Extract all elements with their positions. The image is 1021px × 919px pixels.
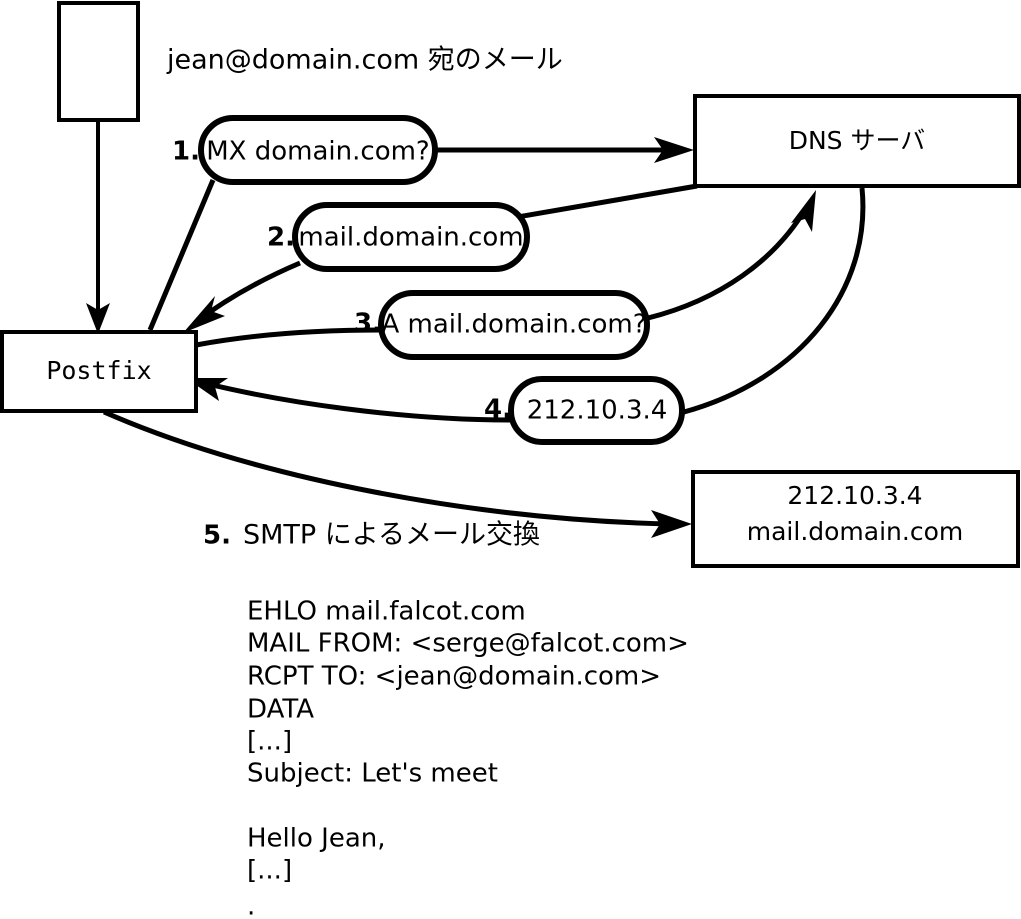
step-3-label: A mail.domain.com? xyxy=(382,310,647,340)
node-postfix-box xyxy=(0,330,198,413)
step-2-bubble xyxy=(292,202,530,272)
transcript-line: EHLO mail.falcot.com xyxy=(247,597,526,627)
step-3-number: 3. xyxy=(354,309,382,339)
node-postfix-label: Postfix xyxy=(46,356,151,385)
step-3-bubble xyxy=(378,290,650,360)
edge-step3-postfix-to-dns xyxy=(195,190,816,348)
edge-sender-to-postfix xyxy=(86,120,110,334)
step-4-number: 4. xyxy=(484,395,512,425)
step-5-number: 5. xyxy=(203,521,231,551)
transcript-line: . xyxy=(247,892,255,919)
step-4-bubble xyxy=(508,376,685,445)
step-2-label: mail.domain.com xyxy=(298,223,523,253)
step-2-number: 2. xyxy=(267,223,295,253)
node-dns-box xyxy=(693,94,1021,188)
step-1-bubble xyxy=(198,115,438,185)
transcript-line: [...] xyxy=(247,727,292,757)
transcript-line: MAIL FROM: <serge@falcot.com> xyxy=(247,629,689,659)
node-mailserver-ip: 212.10.3.4 xyxy=(787,481,922,510)
edge-step5-postfix-to-mailserver xyxy=(103,409,692,538)
transcript-line: DATA xyxy=(247,695,314,725)
diagram-caption: jean@domain.com 宛のメール xyxy=(166,45,563,76)
node-mailserver-host: mail.domain.com xyxy=(747,517,963,546)
transcript-line: RCPT TO: <jean@domain.com> xyxy=(247,662,661,692)
transcript-line: Subject: Let's meet xyxy=(247,759,498,789)
smtp-transcript: EHLO mail.falcot.com MAIL FROM: <serge@f… xyxy=(247,597,689,919)
transcript-line: [...] xyxy=(247,856,292,886)
edge-step2-dns-to-postfix xyxy=(183,183,698,333)
node-dns-label: DNS サーバ xyxy=(789,126,926,155)
transcript-line: Hello Jean, xyxy=(247,824,386,854)
step-1-number: 1. xyxy=(172,137,200,167)
node-mailserver-box xyxy=(691,470,1020,568)
edge-step1-postfix-to-dns xyxy=(430,137,694,163)
node-sender-box xyxy=(57,1,140,122)
step-4-label: 212.10.3.4 xyxy=(527,396,668,426)
step-1-label: MX domain.com? xyxy=(206,137,429,167)
step-5-label: SMTP によるメール交換 xyxy=(243,520,540,551)
edge-step1-tail xyxy=(147,179,216,331)
